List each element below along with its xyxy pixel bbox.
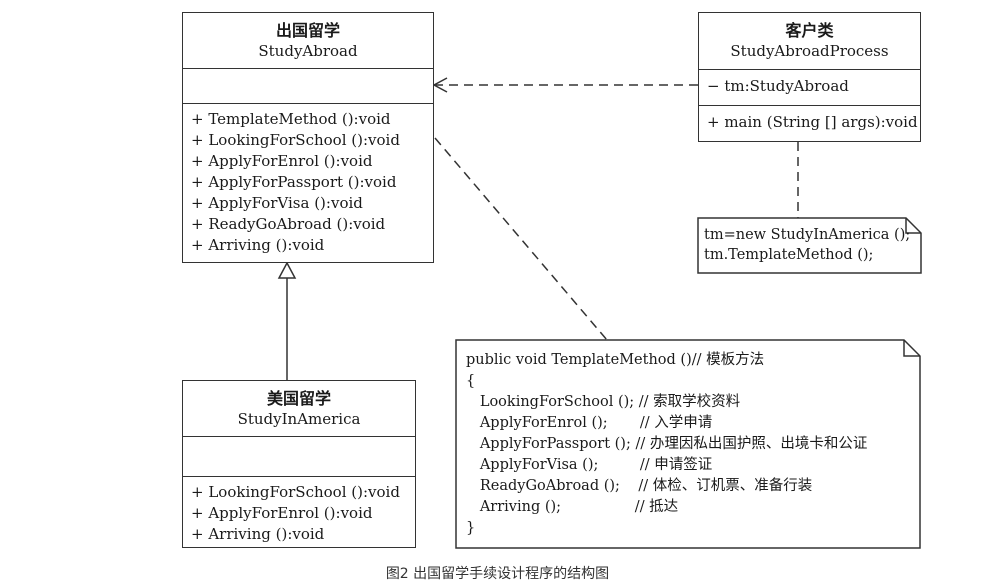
class-study-abroad-process: 客户类 StudyAbroadProcess − tm:StudyAbroad …: [698, 12, 921, 142]
class-header: 出国留学 StudyAbroad: [183, 13, 433, 69]
class-cn-name: 客户类: [785, 21, 834, 40]
note-line: public void TemplateMethod ()// 模板方法: [466, 352, 765, 368]
methods-section: + TemplateMethod ():void + LookingForSch…: [183, 104, 433, 256]
method-row: + LookingForSchool ():void: [191, 131, 400, 149]
methods-section: + main (String [] args):void: [699, 106, 920, 133]
note-line: ReadyGoAbroad (); // 体检、订机票、准备行装: [466, 478, 813, 494]
attributes-section: [183, 437, 415, 477]
methods-section: + LookingForSchool ():void + ApplyForEnr…: [183, 477, 415, 545]
method-row: + Arriving ():void: [191, 236, 325, 254]
note-line: {: [466, 373, 476, 389]
attributes-section: [183, 69, 433, 104]
template-note-shape: [455, 339, 921, 549]
client-note-fold: [905, 218, 921, 234]
note-line: LookingForSchool (); // 索取学校资料: [466, 394, 741, 410]
template-method-note: public void TemplateMethod ()// 模板方法 { L…: [456, 340, 920, 548]
class-en-name: StudyAbroad: [258, 42, 358, 60]
method-row: + ApplyForPassport ():void: [191, 173, 397, 191]
class-en-name: StudyInAmerica: [237, 410, 361, 428]
method-row: + TemplateMethod ():void: [191, 110, 391, 128]
class-header: 客户类 StudyAbroadProcess: [699, 13, 920, 70]
method-row: + LookingForSchool ():void: [191, 483, 400, 501]
class-en-name: StudyAbroadProcess: [730, 42, 889, 60]
dependency-arrowhead: [432, 77, 448, 93]
method-row: + ApplyForVisa ():void: [191, 194, 363, 212]
method-row: + ApplyForEnrol ():void: [191, 504, 373, 522]
note-line: tm.TemplateMethod ();: [704, 247, 874, 263]
template-note-fold: [903, 340, 920, 357]
figure-caption: 图2 出国留学手续设计程序的结构图: [385, 566, 610, 582]
method-row: + ApplyForEnrol ():void: [191, 152, 373, 170]
class-cn-name: 美国留学: [266, 389, 331, 408]
generalization-arrowhead: [277, 261, 297, 279]
note-line: ApplyForVisa (); // 申请签证: [466, 457, 713, 473]
note-line: }: [466, 520, 476, 536]
class-cn-name: 出国留学: [275, 21, 340, 40]
template-note-anchor-line: [434, 137, 608, 341]
method-row: + main (String [] args):void: [707, 113, 918, 131]
class-study-in-america: 美国留学 StudyInAmerica + LookingForSchool (…: [182, 380, 416, 548]
method-row: + Arriving ():void: [191, 525, 325, 543]
note-line: Arriving (); // 抵达: [466, 499, 679, 515]
attributes-section: − tm:StudyAbroad: [699, 70, 920, 106]
note-line: ApplyForPassport (); // 办理因私出国护照、出境卡和公证: [466, 436, 868, 452]
class-study-abroad: 出国留学 StudyAbroad + TemplateMethod ():voi…: [182, 12, 434, 263]
note-line: tm=new StudyInAmerica ();: [704, 227, 911, 243]
method-row: + ReadyGoAbroad ():void: [191, 215, 386, 233]
class-header: 美国留学 StudyInAmerica: [183, 381, 415, 437]
attribute-row: − tm:StudyAbroad: [707, 77, 849, 95]
note-line: ApplyForEnrol (); // 入学申请: [466, 415, 713, 431]
client-note: tm=new StudyInAmerica (); tm.TemplateMet…: [698, 218, 921, 273]
client-note-shape: [697, 217, 922, 274]
